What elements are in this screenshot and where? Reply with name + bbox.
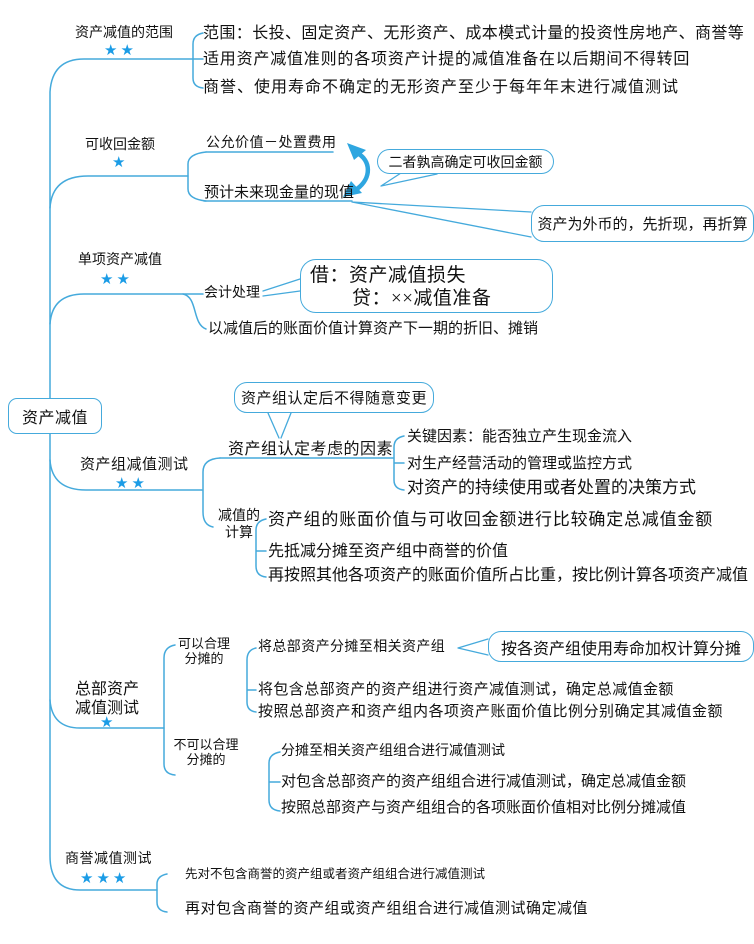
journal-debit: 借：资产减值损失 — [310, 265, 467, 286]
scope-item: 适用资产减值准则的各项资产计提的减值准备在以后期间不得转回 — [203, 51, 691, 68]
trunk-line — [49, 58, 194, 891]
accounting-treatment-label: 会计处理 — [204, 286, 260, 301]
calc-item: 先抵减分摊至资产组中商誉的价值 — [268, 543, 509, 560]
calc-label: 减值的 计算 — [218, 509, 260, 541]
recoverable-item: 预计未来现金量的现值 — [204, 185, 355, 201]
branch-recoverable-stars: ★ — [112, 153, 129, 171]
unallocatable-item: 分摊至相关资产组组合进行减值测试 — [281, 744, 505, 759]
branch-goodwill-label: 商誉减值测试 — [65, 852, 152, 867]
unallocatable-item: 按照总部资产与资产组组合的各项账面价值相对比例分摊减值 — [281, 800, 687, 816]
branch-hq-stars: ★ — [100, 713, 117, 731]
branch-goodwill-stars: ★★★ — [80, 869, 130, 887]
allocatable-item: 按照总部资产和资产组内各项资产账面价值比例分别确定其减值金额 — [258, 704, 724, 720]
journal-entry-bubble: 借：资产减值损失 贷：××减值准备 — [300, 259, 553, 313]
branch-scope-label: 资产减值的范围 — [75, 26, 173, 41]
goodwill-item: 再对包含商誉的资产组或资产组组合进行减值测试确定减值 — [185, 901, 589, 917]
unallocatable-item: 对包含总部资产的资产组组合进行减值测试，确定总减值金额 — [281, 774, 687, 790]
factor-item: 关键因素：能否独立产生现金流入 — [407, 429, 633, 445]
single-note: 以减值后的账面价值计算资产下一期的折旧、摊销 — [208, 321, 539, 337]
factors-label: 资产组认定考虑的因素 — [228, 441, 394, 458]
recoverable-item: 公允价值－处置费用 — [206, 136, 337, 151]
callout-higher-of-two: 二者孰高确定可收回金额 — [377, 149, 554, 174]
branch-single-label: 单项资产减值 — [78, 253, 162, 268]
allocatable-label: 可以合理 分摊的 — [177, 636, 230, 667]
root-node: 资产减值 — [8, 398, 102, 434]
allocatable-item: 将包含总部资产的资产组进行资产减值测试，确定总减值金额 — [258, 682, 674, 698]
branch-hq-label: 总部资产 减值测试 — [74, 681, 139, 717]
branch-single-stars: ★★ — [100, 270, 133, 288]
journal-credit: 贷：××减值准备 — [352, 288, 492, 309]
branch-asset-group-stars: ★★ — [115, 474, 148, 492]
scope-item: 范围：长投、固定资产、无形资产、成本模式计量的投资性房地产、商誉等 — [203, 25, 745, 42]
root-label: 资产减值 — [21, 410, 88, 427]
factor-item: 对资产的持续使用或者处置的决策方式 — [407, 478, 696, 497]
callout-foreign-currency: 资产为外币的，先折现，再折算 — [531, 205, 754, 242]
branch-asset-group-label: 资产组减值测试 — [80, 457, 189, 473]
calc-item: 资产组的账面价值与可收回金额进行比较确定总减值金额 — [268, 510, 713, 529]
branch-scope-stars: ★★ — [104, 41, 137, 59]
swap-arrow-icon — [343, 143, 371, 197]
branch-recoverable-label: 可收回金额 — [85, 138, 155, 153]
callout-group-identification: 资产组认定后不得随意变更 — [234, 382, 434, 413]
scope-item: 商誉、使用寿命不确定的无形资产至少于每年年末进行减值测试 — [203, 79, 680, 96]
unallocatable-label: 不可以合理 分摊的 — [173, 737, 239, 768]
callout-lifespan-weighted: 按各资产组使用寿命加权计算分摊 — [488, 631, 754, 662]
allocatable-item: 将总部资产分摊至相关资产组 — [258, 640, 446, 655]
factor-item: 对生产经营活动的管理或监控方式 — [407, 456, 633, 472]
goodwill-item: 先对不包含商誉的资产组或者资产组组合进行减值测试 — [185, 867, 486, 881]
calc-item: 再按照其他各项资产的账面价值所占比重，按比例计算各项资产减值 — [268, 567, 749, 584]
